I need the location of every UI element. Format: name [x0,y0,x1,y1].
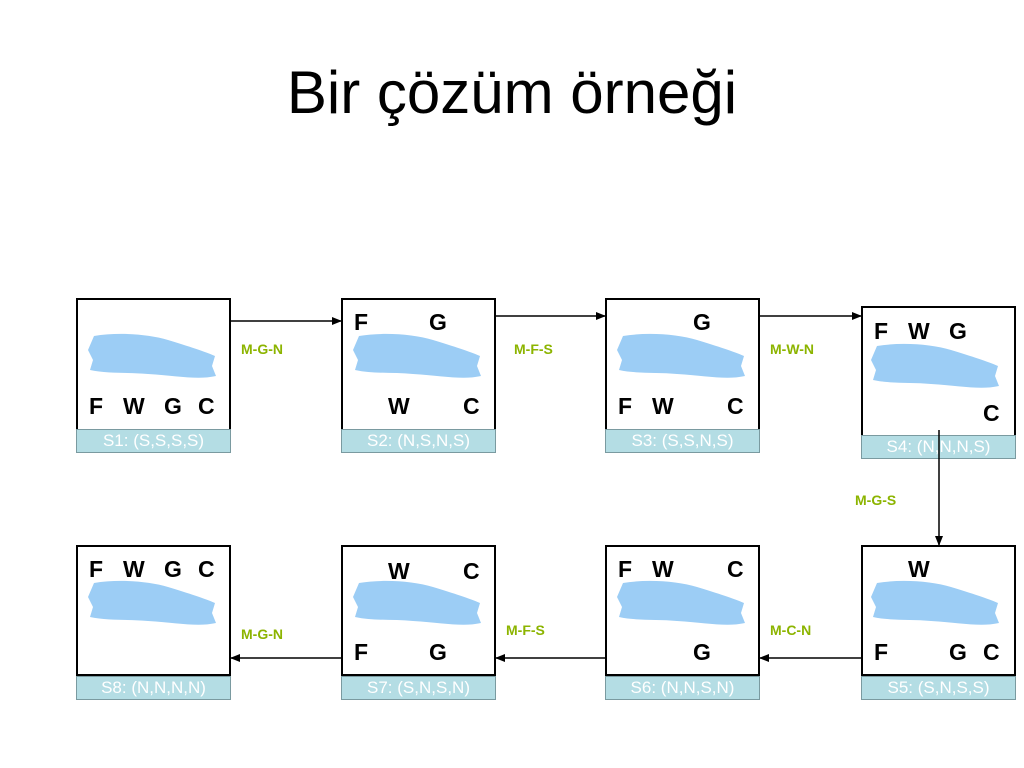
state-box-s5: W F G C [861,545,1016,676]
state-label-s8: S8: (N,N,N,N) [76,676,231,700]
letter-farmer: F [618,556,633,582]
letter-cabbage: C [727,556,744,582]
state-label-s1: S1: (S,S,S,S) [76,429,231,453]
move-label-2: M-F-S [514,341,553,357]
river-shape [88,333,216,378]
letter-goat: G [693,639,711,665]
letter-farmer: F [354,309,369,335]
letter-wolf: W [908,318,930,344]
state-box-s1: F W G C [76,298,231,431]
letter-goat: G [429,309,447,335]
letter-goat: G [164,393,182,419]
river-shape [88,580,216,625]
letter-farmer: F [89,556,104,582]
letter-goat: G [949,639,967,665]
move-label-5: M-C-N [770,622,812,638]
letter-cabbage: C [198,556,215,582]
move-label-1: M-G-N [241,341,283,357]
move-label-7: M-G-N [241,626,283,642]
state-box-s3: G F W C [605,298,760,431]
state-label-s6: S6: (N,N,S,N) [605,676,760,700]
letter-goat: G [429,639,447,665]
letter-cabbage: C [727,393,744,419]
letter-wolf: W [388,393,410,419]
state-box-s7: W C F G [341,545,496,676]
letter-farmer: F [874,318,889,344]
letter-cabbage: C [983,639,1000,665]
letter-wolf: W [123,393,145,419]
letter-goat: G [693,309,711,335]
letter-wolf: W [652,556,674,582]
letter-farmer: F [89,393,104,419]
letter-wolf: W [388,558,410,584]
state-label-s2: S2: (N,S,N,S) [341,429,496,453]
river-shape [617,333,745,378]
state-box-s8: F W G C [76,545,231,676]
state-box-s4: F W G C [861,306,1016,437]
letter-wolf: W [908,556,930,582]
move-label-4: M-G-S [855,492,897,508]
letter-wolf: W [652,393,674,419]
river-shape [353,333,481,378]
letter-cabbage: C [198,393,215,419]
state-box-s6: F W C G [605,545,760,676]
letter-cabbage: C [463,558,480,584]
move-label-3: M-W-N [770,341,815,357]
letter-farmer: F [874,639,889,665]
move-label-6: M-F-S [506,622,545,638]
state-label-s5: S5: (S,N,S,S) [861,676,1016,700]
letter-farmer: F [618,393,633,419]
letter-goat: G [949,318,967,344]
river-shape [353,580,481,625]
river-shape [617,580,745,625]
river-shape [871,580,999,625]
letter-goat: G [164,556,182,582]
page-title: Bir çözüm örneği [286,59,738,126]
state-box-s2: F G W C [341,298,496,431]
state-label-s3: S3: (S,S,N,S) [605,429,760,453]
letter-cabbage: C [463,393,480,419]
state-label-s7: S7: (S,N,S,N) [341,676,496,700]
river-shape [871,343,999,388]
letter-wolf: W [123,556,145,582]
letter-farmer: F [354,639,369,665]
letter-cabbage: C [983,400,1000,426]
